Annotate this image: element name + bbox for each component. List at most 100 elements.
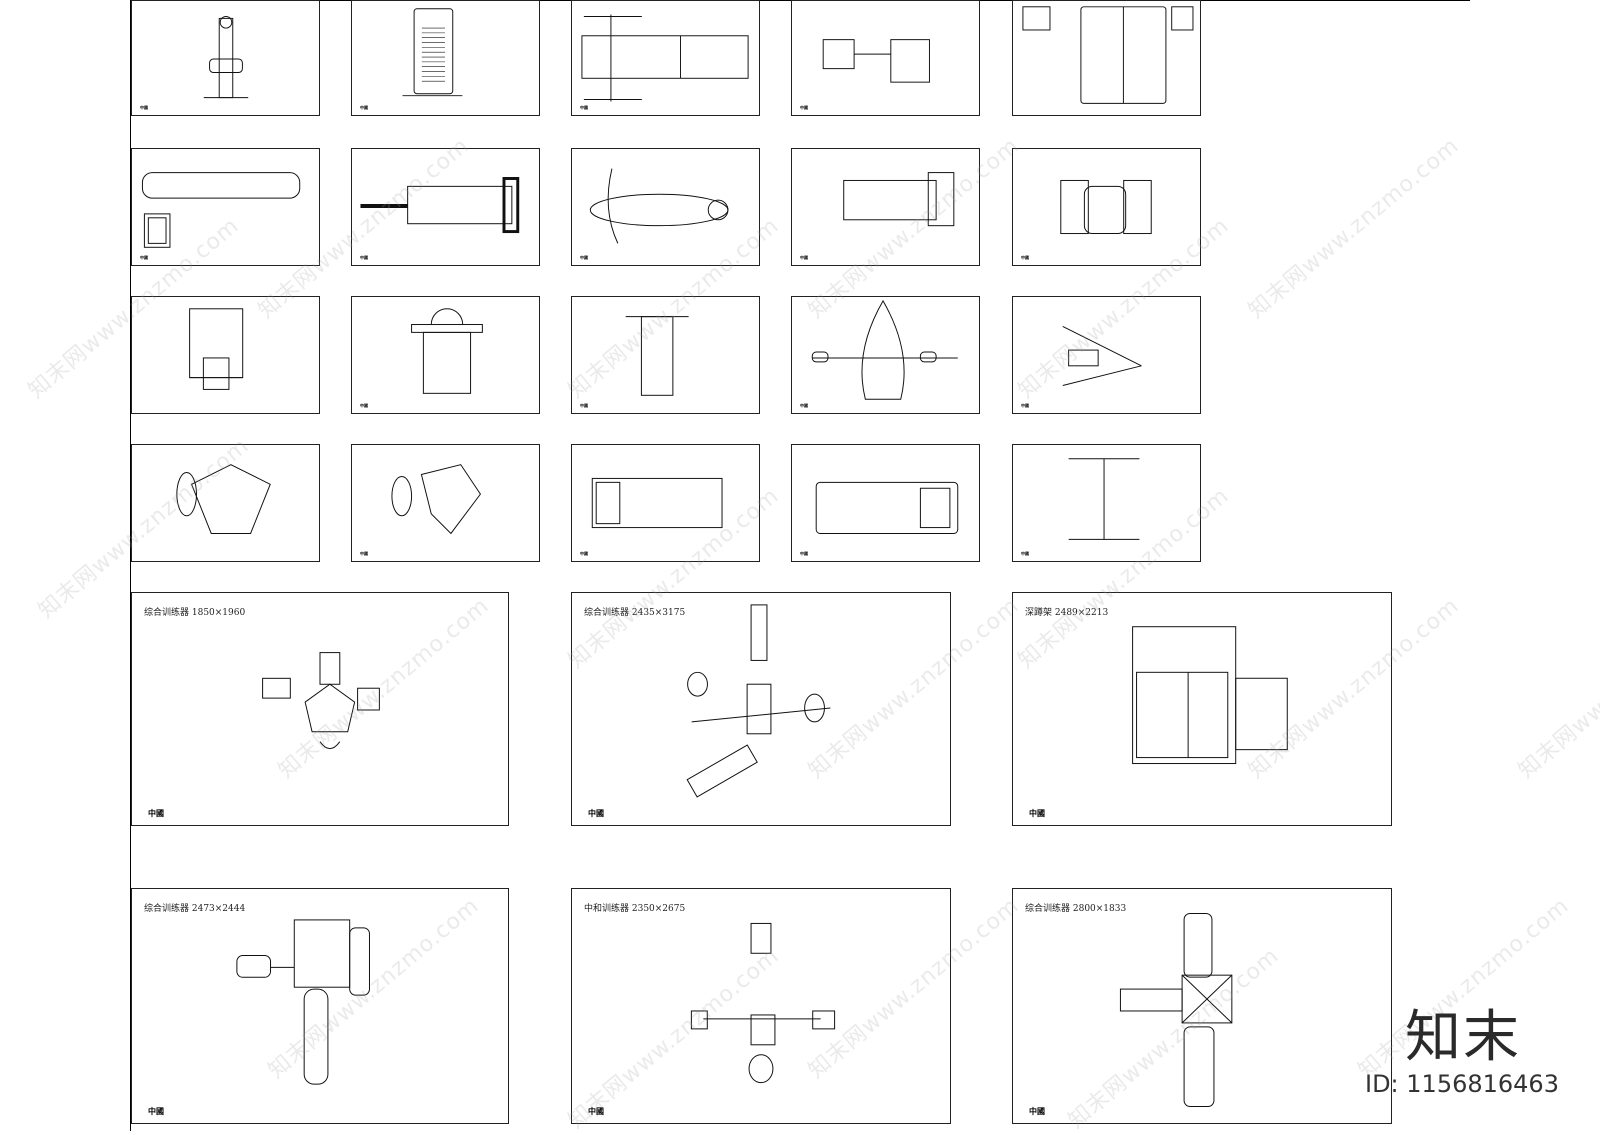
panel-footer-label: 中國 — [360, 403, 368, 408]
equipment-plan-drawing — [1132, 626, 1288, 765]
equipment-plan-drawing — [1060, 179, 1152, 235]
equipment-panel-small — [131, 296, 320, 414]
panel-footer-label: 中國 — [580, 255, 588, 260]
panel-footer-label: 中國 — [580, 403, 588, 408]
panel-footer-label: 中國 — [1029, 809, 1045, 818]
equipment-panel-small: 中國 — [1012, 296, 1201, 414]
equipment-outline — [843, 172, 955, 227]
equipment-plan-drawing — [236, 919, 370, 1085]
equipment-plan-drawing — [1022, 6, 1194, 104]
equipment-outline — [1060, 179, 1152, 235]
panel-footer-label: 中國 — [360, 255, 368, 260]
panel-footer-label: 中國 — [360, 105, 368, 110]
equipment-outline — [391, 464, 482, 535]
panel-title: 综合训练器 2800×1833 — [1025, 904, 1127, 914]
panel-footer-label: 中國 — [140, 255, 148, 260]
equipment-outline — [1132, 626, 1288, 765]
panel-footer-label: 中國 — [580, 551, 588, 556]
equipment-panel-small: 中國 — [351, 444, 540, 562]
equipment-plan-drawing — [1068, 458, 1140, 540]
equipment-outline — [690, 922, 836, 1084]
panel-footer-label: 中國 — [1021, 551, 1029, 556]
equipment-panel-small: 中國 — [351, 0, 540, 116]
equipment-plan-drawing — [811, 299, 958, 400]
equipment-plan-drawing — [822, 39, 930, 83]
panel-footer-label: 中國 — [800, 105, 808, 110]
panel-footer-label: 中國 — [148, 1107, 164, 1116]
equipment-panel-small: 中國 — [791, 0, 980, 116]
panel-footer-label: 中國 — [800, 551, 808, 556]
equipment-outline — [1022, 6, 1194, 104]
equipment-plan-drawing — [411, 308, 483, 394]
equipment-outline — [141, 172, 301, 248]
equipment-plan-drawing — [1119, 912, 1233, 1107]
equipment-plan-drawing — [360, 177, 520, 234]
equipment-plan-drawing — [402, 8, 463, 97]
equipment-outline — [815, 481, 959, 534]
equipment-outline — [176, 464, 271, 534]
equipment-panel-small: 中國 — [571, 148, 760, 266]
equipment-plan-drawing — [815, 481, 959, 534]
equipment-panel-small: 中國 — [351, 296, 540, 414]
equipment-panel-large: 深蹲架 2489×2213 中國 — [1012, 592, 1392, 826]
equipment-outline — [236, 919, 370, 1085]
equipment-panel-small — [1012, 0, 1201, 116]
equipment-outline — [411, 308, 483, 394]
equipment-plan-drawing — [391, 464, 482, 535]
equipment-panel-small: 中國 — [571, 296, 760, 414]
equipment-plan-drawing — [203, 15, 249, 99]
equipment-panel-small: 中國 — [791, 296, 980, 414]
equipment-panel-small: 中國 — [571, 444, 760, 562]
equipment-plan-drawing — [141, 172, 301, 248]
equipment-outline — [1062, 326, 1142, 386]
panel-footer-label: 中國 — [140, 105, 148, 110]
equipment-plan-drawing — [262, 652, 380, 750]
panel-footer-label: 中國 — [800, 255, 808, 260]
equipment-outline — [811, 299, 958, 400]
equipment-panel-small: 中國 — [1012, 148, 1201, 266]
equipment-plan-drawing — [189, 308, 244, 390]
equipment-plan-drawing — [1062, 326, 1142, 386]
brand-id-text: ID: 1156816463 — [1365, 1070, 1559, 1098]
panel-footer-label: 中國 — [1021, 403, 1029, 408]
panel-footer-label: 中國 — [588, 809, 604, 818]
equipment-plan-drawing — [690, 922, 836, 1084]
panel-footer-label: 中國 — [580, 105, 588, 110]
equipment-plan-drawing — [589, 168, 729, 244]
equipment-outline — [262, 652, 380, 750]
equipment-plan-drawing — [686, 604, 831, 798]
equipment-outline — [589, 168, 729, 244]
left-border-line — [130, 0, 131, 1131]
panel-footer-label: 中國 — [360, 551, 368, 556]
equipment-plan-drawing — [625, 316, 689, 396]
equipment-outline — [822, 39, 930, 83]
watermark-text: 知末网www.znzmo.com — [1243, 133, 1465, 324]
equipment-panel-small: 中國 — [571, 0, 760, 116]
panel-title: 深蹲架 2489×2213 — [1025, 608, 1109, 618]
equipment-panel-small: 中國 — [131, 148, 320, 266]
equipment-outline — [360, 177, 520, 234]
brand-logo-text: 知末 — [1405, 1005, 1521, 1070]
panel-title: 综合训练器 2473×2444 — [144, 904, 246, 914]
panel-title: 中和训练器 2350×2675 — [584, 904, 686, 914]
equipment-outline — [591, 477, 723, 529]
panel-footer-label: 中國 — [800, 403, 808, 408]
equipment-outline — [1068, 458, 1140, 540]
equipment-outline — [686, 604, 831, 798]
equipment-panel-small — [131, 444, 320, 562]
equipment-panel-small: 中國 — [791, 444, 980, 562]
equipment-outline — [189, 308, 244, 390]
equipment-outline — [402, 8, 463, 97]
equipment-panel-small: 中國 — [351, 148, 540, 266]
panel-footer-label: 中國 — [1021, 255, 1029, 260]
equipment-outline — [581, 14, 749, 102]
equipment-panel-small: 中國 — [1012, 444, 1201, 562]
equipment-panel-small: 中國 — [131, 0, 320, 116]
equipment-outline — [203, 15, 249, 99]
equipment-plan-drawing — [176, 464, 271, 534]
